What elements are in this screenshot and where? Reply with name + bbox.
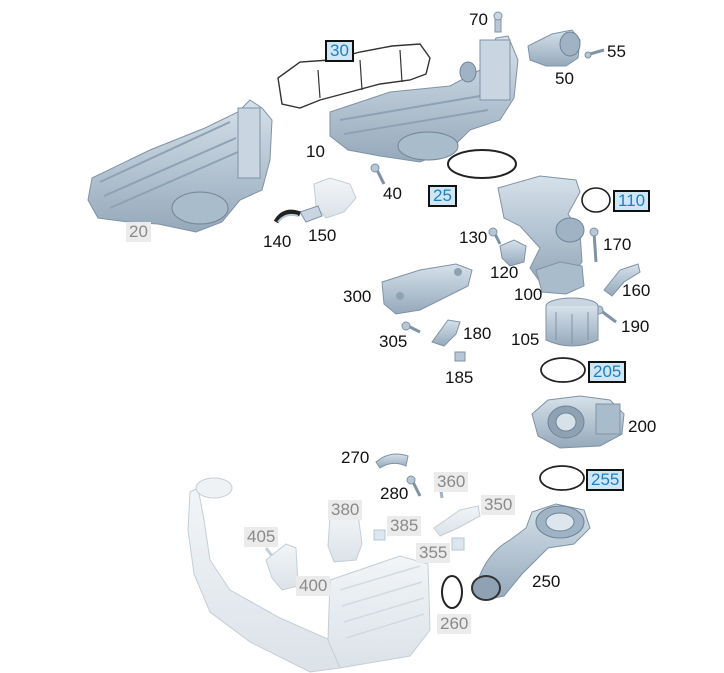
callout-30: 30 <box>325 40 354 62</box>
callout-300: 300 <box>343 287 372 306</box>
callout-160: 160 <box>622 281 651 300</box>
part-185-nut <box>454 351 466 362</box>
callout-180: 180 <box>463 324 492 343</box>
callout-250: 250 <box>532 572 561 591</box>
part-260-ring <box>441 575 463 609</box>
part-55-bolt <box>584 48 605 59</box>
part-25-o-ring <box>447 149 517 179</box>
callout-105: 105 <box>511 330 540 349</box>
part-305-bolt <box>401 321 421 334</box>
callout-110: 110 <box>613 190 651 212</box>
callout-70: 70 <box>469 10 488 29</box>
part-170-bolt <box>589 227 599 263</box>
callout-140: 140 <box>263 232 292 251</box>
part-130-bolt <box>488 227 502 245</box>
callout-350: 350 <box>481 495 516 515</box>
callout-25: 25 <box>428 185 457 207</box>
callout-405: 405 <box>244 527 279 547</box>
part-205-ring <box>540 357 586 383</box>
callout-185: 185 <box>445 368 474 387</box>
callout-305: 305 <box>379 332 408 351</box>
part-350-bracket <box>433 505 481 537</box>
part-40-bolt <box>370 163 386 185</box>
callout-100: 100 <box>514 285 543 304</box>
callout-120: 120 <box>490 263 519 282</box>
callout-205: 205 <box>588 361 627 383</box>
callout-360: 360 <box>434 472 469 492</box>
callout-50: 50 <box>555 69 574 88</box>
callout-200: 200 <box>628 417 657 436</box>
part-355-nut <box>451 537 465 551</box>
part-380-bracket <box>327 513 363 563</box>
part-160-bracket <box>603 263 641 297</box>
callout-190: 190 <box>621 317 650 336</box>
part-280-bolt <box>406 475 422 497</box>
part-50-adapter <box>527 29 581 67</box>
part-270-clamp <box>375 453 409 469</box>
part-300-bracket <box>381 263 473 315</box>
part-180-bracket <box>431 319 461 347</box>
callout-170: 170 <box>603 235 632 254</box>
part-255-ring <box>539 465 585 491</box>
part-405-bolt <box>264 547 274 557</box>
part-150-bracket <box>299 177 357 223</box>
ghost-intercooler <box>327 555 431 669</box>
ghost-charge-pipe <box>187 477 341 673</box>
part-250-charge-pipe <box>471 503 591 601</box>
part-200-throttle-body <box>531 395 625 449</box>
callout-130: 130 <box>459 228 488 247</box>
part-110-o-ring <box>581 187 611 213</box>
callout-10: 10 <box>306 142 325 161</box>
part-10-right-intake-manifold <box>329 35 519 163</box>
callout-20: 20 <box>126 222 151 242</box>
callout-355: 355 <box>416 543 451 563</box>
callout-55: 55 <box>607 42 626 61</box>
part-105-shield <box>545 297 599 347</box>
callout-385: 385 <box>387 516 422 536</box>
part-100-air-duct <box>497 175 585 295</box>
part-140-seal <box>273 209 301 224</box>
callout-280: 280 <box>380 484 409 503</box>
callout-40: 40 <box>383 184 402 203</box>
callout-400: 400 <box>296 576 331 596</box>
part-20-left-intake-manifold <box>87 99 273 233</box>
callout-270: 270 <box>341 448 370 467</box>
part-385-nut <box>373 529 386 541</box>
part-70-sensor <box>493 11 503 33</box>
part-400-bracket <box>265 543 299 591</box>
callout-380: 380 <box>328 500 363 520</box>
part-120-valve <box>499 239 527 267</box>
callout-150: 150 <box>308 226 337 245</box>
callout-255: 255 <box>586 469 625 491</box>
callout-260: 260 <box>437 614 472 634</box>
